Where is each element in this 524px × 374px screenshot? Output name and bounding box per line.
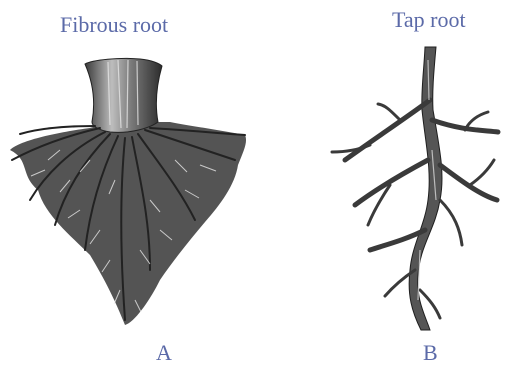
tap-root-main: [409, 47, 442, 330]
panel-letter-b: B: [423, 340, 438, 366]
fibrous-root-stem: [85, 58, 162, 132]
tap-root-illustration: [332, 47, 498, 330]
fibrous-root-illustration: [10, 58, 246, 325]
panel-letter-a: A: [156, 340, 172, 366]
